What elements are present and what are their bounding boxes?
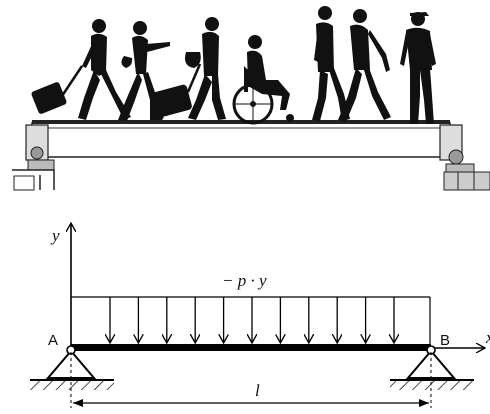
person-with-suitcase-icon bbox=[31, 19, 131, 120]
support-a-label: A bbox=[48, 332, 58, 349]
person-walking-icon bbox=[312, 6, 350, 121]
pedestrian-silhouettes bbox=[31, 6, 436, 125]
person-walking-pointing-icon bbox=[118, 21, 170, 121]
person-in-wheelchair-icon bbox=[232, 35, 294, 125]
bridge-deck bbox=[31, 122, 451, 158]
bridge-illustration bbox=[12, 6, 490, 191]
beam bbox=[71, 344, 431, 351]
beam-schematic: y x − p · y⃗ A B l bbox=[30, 224, 490, 408]
load-label: − p · y⃗ bbox=[222, 271, 280, 290]
right-bearing bbox=[439, 124, 490, 191]
support-b bbox=[390, 345, 474, 390]
support-a bbox=[30, 345, 114, 390]
left-bearing bbox=[12, 124, 55, 191]
person-standing-cap-icon bbox=[400, 12, 436, 124]
load-arrows bbox=[110, 297, 394, 342]
person-walking-2-icon bbox=[338, 9, 391, 122]
person-with-rolling-bag-icon bbox=[152, 17, 226, 121]
span-label: l bbox=[255, 381, 260, 400]
support-b-label: B bbox=[440, 332, 450, 349]
x-axis-label: x bbox=[485, 328, 490, 347]
y-axis-label: y bbox=[50, 226, 60, 245]
